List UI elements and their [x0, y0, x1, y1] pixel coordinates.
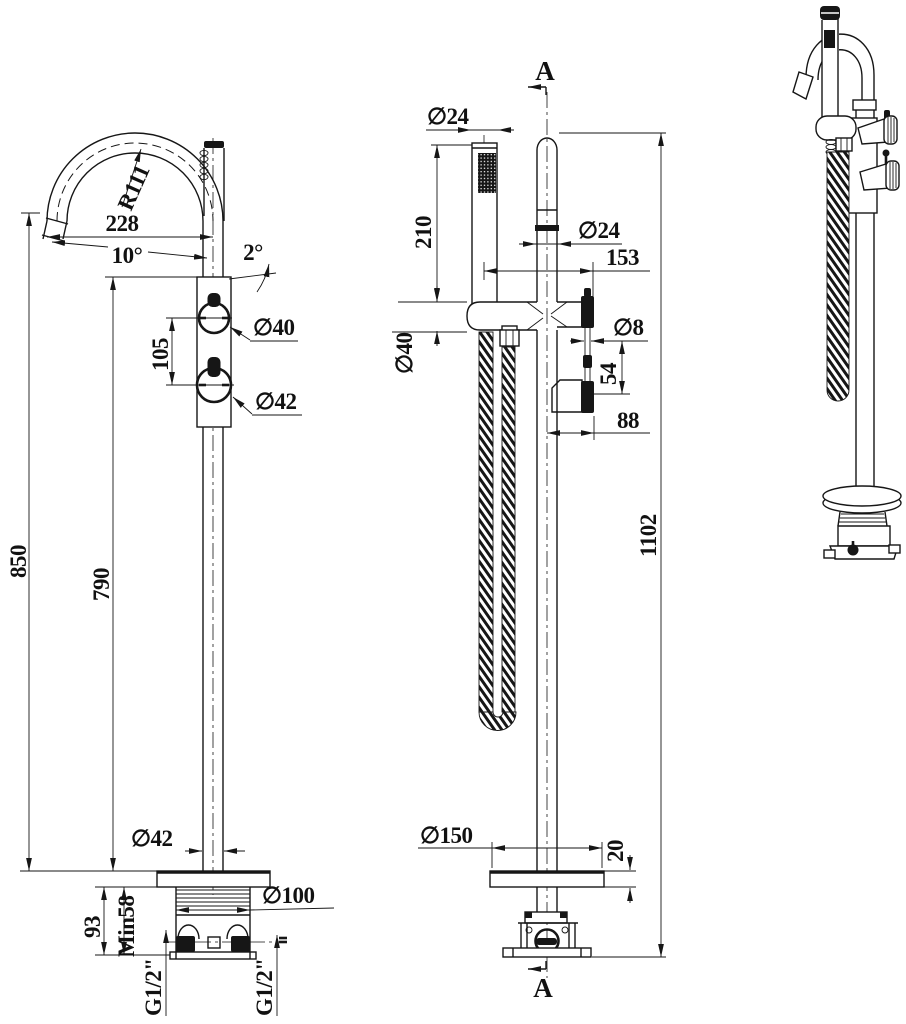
- dim-group-handle-gap: 54: [592, 341, 630, 395]
- dim-spout-reach: 228: [106, 211, 139, 236]
- dim-group-base-height: 93 Min58: [80, 886, 170, 957]
- dim-handle-gap: 54: [596, 362, 621, 385]
- dim-valve-stem-dia: ∅8: [613, 315, 644, 340]
- dim-group-base-plate-dia: ∅150: [418, 823, 603, 868]
- shower-holder: [466, 301, 537, 331]
- dim-group-body-height: 790: [89, 276, 197, 871]
- hose-spring-icon: [199, 149, 209, 181]
- dim-holder-dia: ∅40: [392, 332, 417, 374]
- lower-handle: [194, 357, 234, 404]
- dim-min-install: Min58: [114, 896, 139, 957]
- dim-spout-angle: 10°: [112, 243, 143, 268]
- hand-shower-wand: [199, 141, 225, 221]
- side-lower-knob: [859, 149, 900, 191]
- dim-handshower-dia: ∅24: [427, 104, 470, 129]
- dim-base-height: 93: [80, 916, 105, 938]
- spray-face: [478, 153, 496, 193]
- thread-lines: [176, 889, 250, 916]
- shower-hose: [478, 331, 517, 731]
- riser-pipe: [202, 221, 224, 277]
- dim-handshower-length: 210: [411, 216, 436, 249]
- dim-group-base-plate-thk: 20: [603, 840, 636, 903]
- dim-group-spout-radius: R111: [113, 148, 155, 214]
- dim-group-handshower-length: 210: [398, 144, 472, 303]
- side-view: [792, 6, 902, 560]
- dim-group-spout-height: 850: [6, 212, 157, 872]
- column: [202, 427, 224, 871]
- dim-group-spout-pipe-dia: ∅24: [519, 218, 622, 247]
- dim-body-height: 790: [89, 568, 114, 601]
- dim-group-spout-angle: 10°: [51, 240, 208, 268]
- dim-spout-radius: R111: [113, 161, 155, 214]
- dim-upper-handle-dia: ∅40: [253, 315, 295, 340]
- dim-lower-handle-dia: ∅42: [255, 389, 297, 414]
- dim-handle-reach: 88: [617, 408, 639, 433]
- dim-group-body-tilt: 2°: [228, 240, 277, 293]
- dim-handle-spacing: 105: [148, 338, 173, 371]
- front-view: 228 R111 10° 2° 105 ∅40 ∅42 850: [6, 132, 335, 1016]
- spout-pipe: [535, 137, 559, 302]
- dim-group-column-dia: ∅42: [131, 826, 245, 854]
- dim-group-upper-handle: ∅40: [229, 315, 298, 342]
- dim-inlet-left: G1/2": [141, 958, 166, 1016]
- side-column: [844, 99, 878, 490]
- hose-nut: [499, 325, 520, 347]
- dim-base-plate-dia: ∅150: [420, 823, 473, 848]
- dim-inlet-right: G1/2": [252, 958, 277, 1016]
- dim-group-holder-dia: ∅40: [392, 286, 467, 374]
- mounting-bracket: [502, 887, 592, 958]
- dim-handshower-offset: 153: [606, 245, 639, 270]
- dim-group-lower-handle: ∅42: [232, 389, 302, 416]
- base-plate: [489, 870, 605, 888]
- side-holder: [815, 115, 857, 155]
- section-mark-top: A: [535, 56, 555, 86]
- side-spout: [792, 33, 875, 101]
- dim-group-handle-reach: 88: [547, 408, 650, 440]
- section-view: A: [392, 56, 666, 1003]
- section-mark-top-group: A: [528, 56, 555, 95]
- section-mark-bottom: A: [533, 973, 553, 1003]
- section-mark-bottom-group: A: [528, 961, 553, 1003]
- base-assembly: [156, 870, 287, 960]
- side-upper-knob: [857, 110, 898, 145]
- dim-group-overall-height: 1102: [559, 132, 666, 958]
- dim-trim-dia: ∅100: [262, 883, 315, 908]
- dim-base-plate-thk: 20: [603, 840, 628, 862]
- dim-column-dia: ∅42: [131, 826, 173, 851]
- dim-group-handshower-offset: 153: [483, 245, 650, 300]
- hand-shower: [471, 142, 498, 306]
- dim-group-handle-spacing: 105: [148, 317, 198, 386]
- dim-group-inlets: G1/2" G1/2": [141, 930, 280, 1016]
- dim-spout-height: 850: [6, 545, 31, 578]
- dim-spout-pipe-dia: ∅24: [578, 218, 621, 243]
- side-wand: [820, 6, 840, 118]
- dim-overall-height: 1102: [636, 514, 661, 557]
- column-section: [536, 330, 558, 871]
- side-hose: [826, 151, 850, 402]
- dim-group-spout-reach: 228: [47, 211, 213, 240]
- dim-group-handshower-dia: ∅24: [426, 104, 514, 133]
- upper-handle-section: [581, 288, 594, 328]
- upper-handle: [196, 293, 232, 335]
- valve-body: [194, 276, 234, 428]
- side-base: [822, 485, 902, 560]
- dim-body-tilt: 2°: [243, 240, 263, 265]
- lower-handle-section: [551, 327, 594, 413]
- dim-group-trim-dia: ∅100: [176, 883, 335, 913]
